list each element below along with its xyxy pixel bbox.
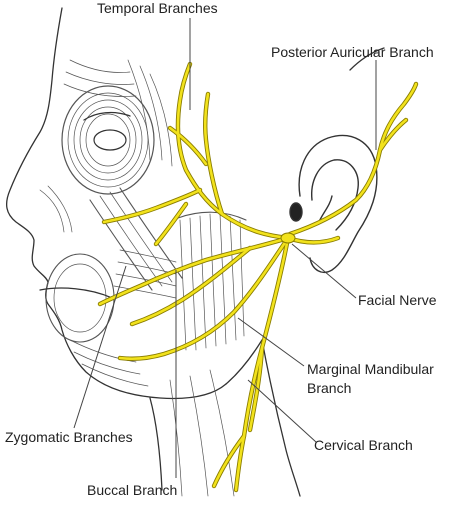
- label-cervical-branch: Cervical Branch: [314, 437, 413, 453]
- leader-cervical: [247, 379, 317, 443]
- face-outline: [5, 7, 385, 497]
- facial-nerve-trunk: [280, 232, 296, 244]
- leader-lines: [73, 18, 377, 478]
- ear-canal: [289, 202, 303, 222]
- label-zygomatic-branches: Zygomatic Branches: [5, 429, 133, 445]
- facial-nerve-branches: [97, 61, 419, 493]
- leader-facial-nerve: [291, 243, 357, 299]
- label-buccal-branch: Buccal Branch: [87, 482, 178, 498]
- label-marginal-mandibular-line2: Branch: [307, 380, 352, 396]
- label-temporal-branches: Temporal Branches: [97, 0, 218, 16]
- leader-zygomatic: [73, 265, 127, 429]
- ear: [289, 134, 378, 274]
- label-facial-nerve: Facial Nerve: [358, 292, 437, 308]
- label-marginal-mandibular-line1: Marginal Mandibular: [307, 361, 434, 377]
- leader-marginal-mandibular: [237, 317, 305, 367]
- label-posterior-auricular-branch: Posterior Auricular Branch: [271, 44, 434, 60]
